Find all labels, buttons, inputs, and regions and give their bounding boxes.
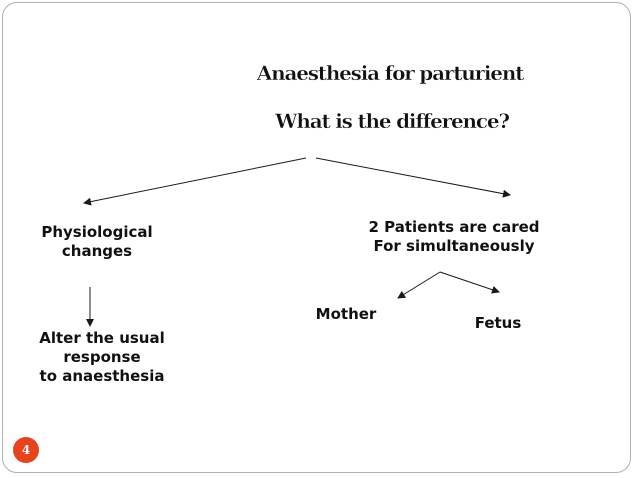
node-two-patients-line-1: 2 Patients are cared [368,218,539,236]
slide-title-line-1: Anaesthesia for parturient [256,61,525,85]
node-mother: Mother [316,305,377,323]
arrow-title-to-physiological [83,157,307,206]
arrow-two-patients-to-fetus [439,271,500,294]
node-alter-response-line-2: response [63,348,140,366]
node-alter-response-line-3: to anaesthesia [40,367,165,385]
slide-title-line-2: What is the difference? [274,109,509,133]
arrow-title-to-two-patients [315,157,511,198]
node-physiological-line-1: Physiological [41,223,152,241]
node-two-patients-line-2: For simultaneously [373,237,534,255]
arrow-two-patients-to-mother [397,271,441,299]
node-fetus: Fetus [475,314,522,332]
node-alter-response-line-1: Alter the usual [39,329,165,347]
node-physiological-line-2: changes [62,242,132,260]
slide-frame [2,2,631,473]
page-number-badge: 4 [13,437,39,463]
